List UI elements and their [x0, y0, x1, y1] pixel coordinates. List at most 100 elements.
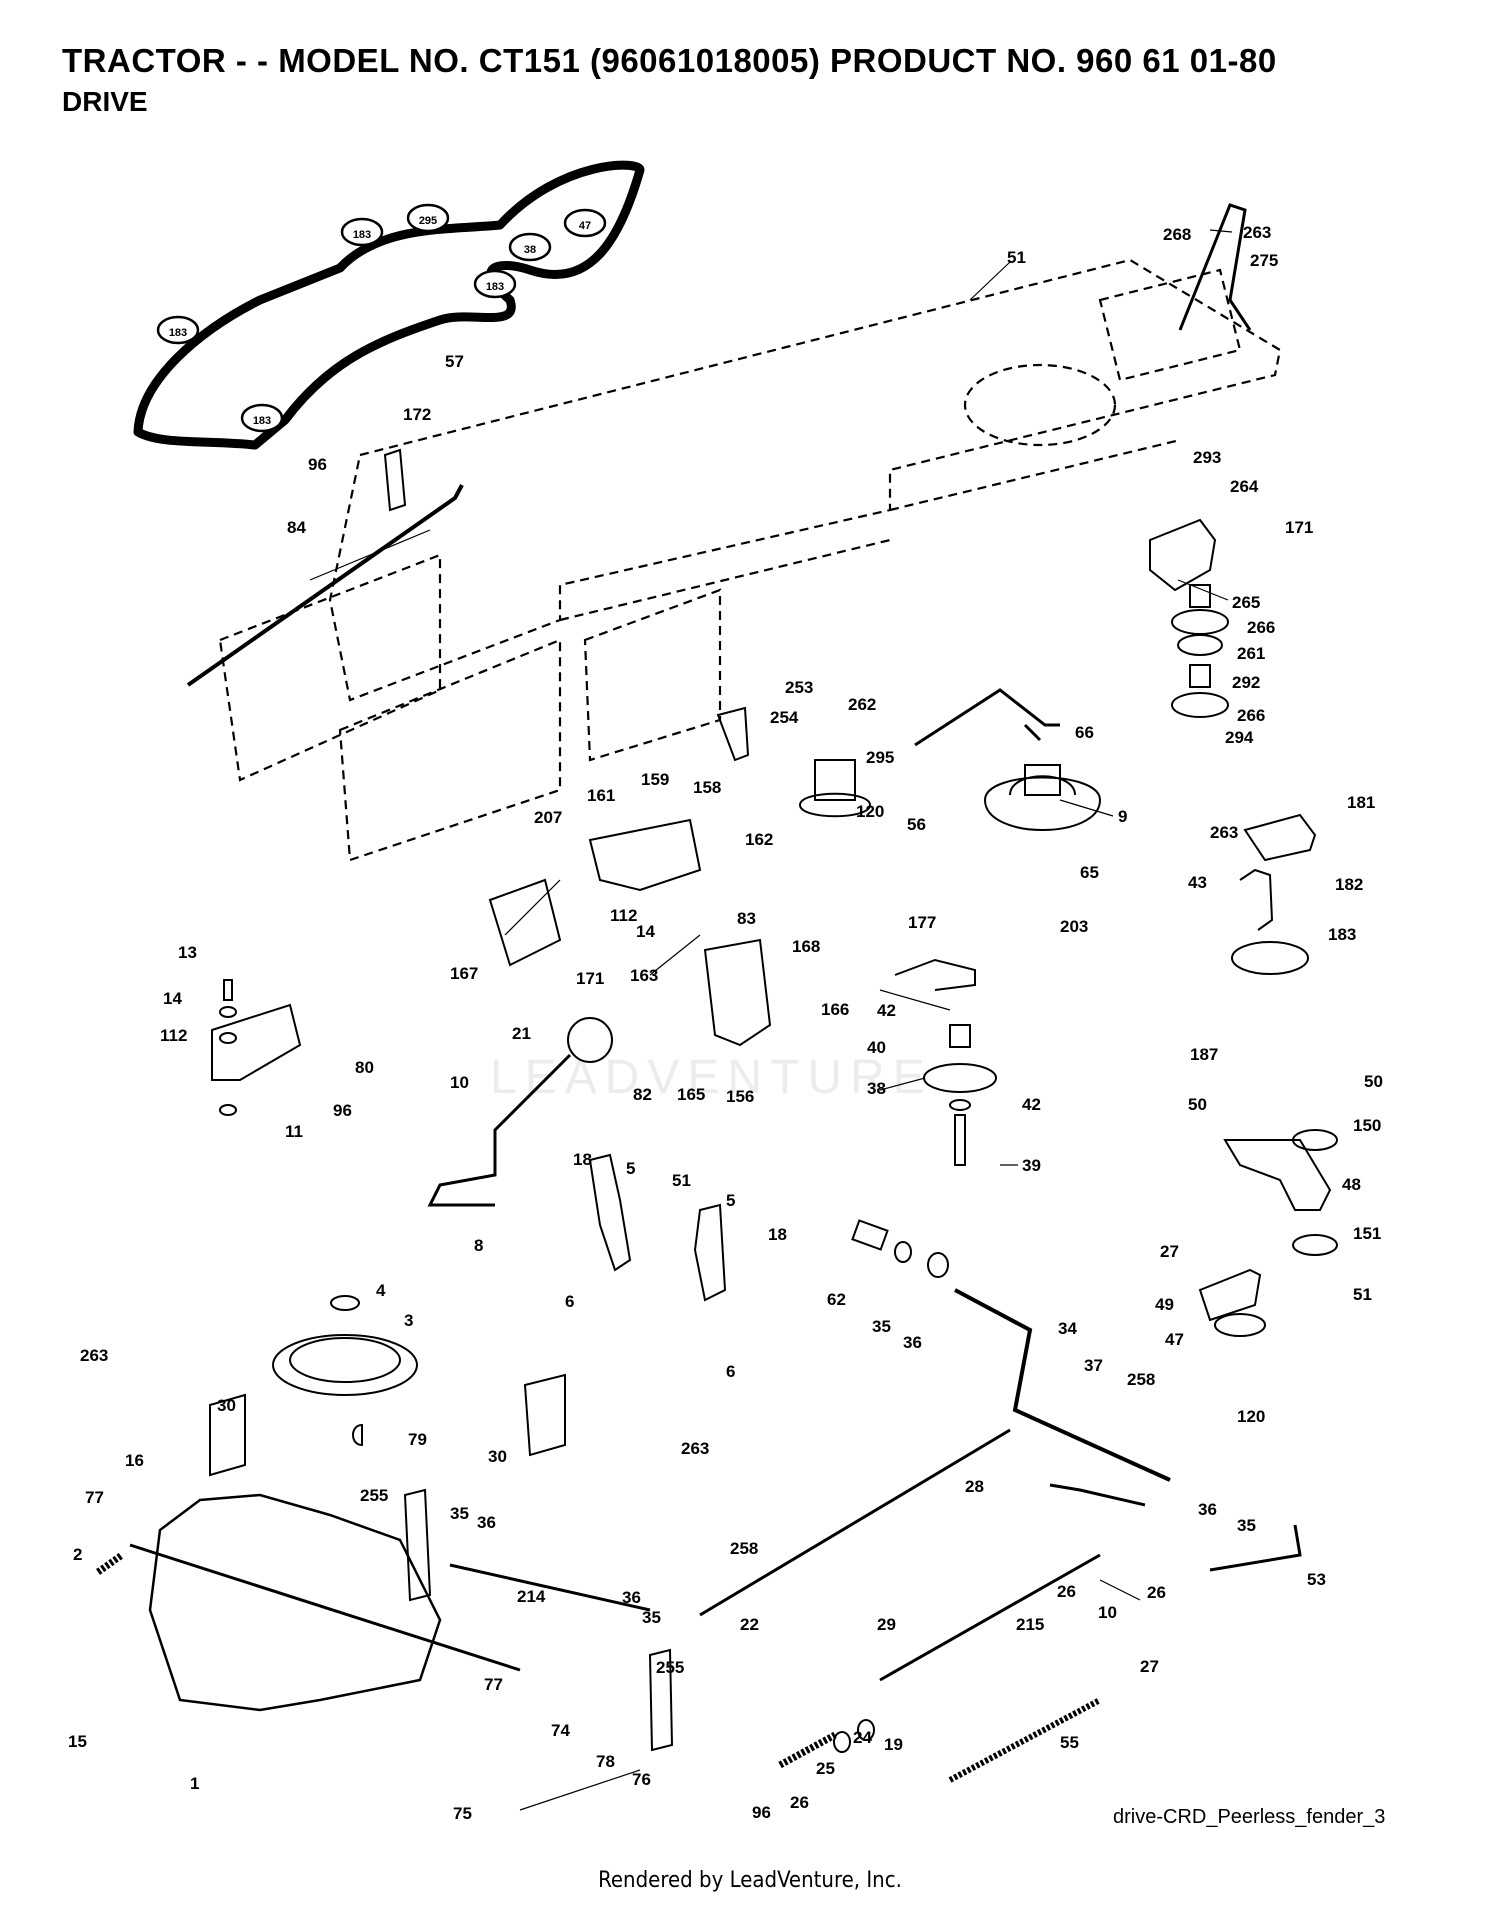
page-title: TRACTOR - - MODEL NO. CT151 (96061018005…: [62, 42, 1277, 79]
callout-266: 266: [1237, 706, 1265, 725]
belt-pulley-tag: 295: [406, 203, 450, 233]
callout-39: 39: [1022, 1156, 1041, 1175]
callout-77: 77: [484, 1675, 503, 1694]
callout-295: 295: [866, 748, 894, 767]
callout-167: 167: [450, 964, 478, 983]
key-79: [352, 1423, 363, 1447]
bolt-39: [954, 1114, 966, 1166]
washer-35: [894, 1241, 912, 1263]
callout-19: 19: [884, 1735, 903, 1754]
frame-cutout: [963, 363, 1117, 447]
callout-55: 55: [1060, 1733, 1079, 1752]
svg-text:295: 295: [419, 215, 437, 227]
callout-14: 14: [163, 989, 182, 1008]
callout-253: 253: [785, 678, 813, 697]
callout-96: 96: [333, 1101, 352, 1120]
spacer-40: [949, 1024, 971, 1048]
callout-27: 27: [1140, 1657, 1159, 1676]
pulley-3: [272, 1334, 418, 1396]
axle-shaft: [129, 1543, 521, 1672]
pulley-151: [1292, 1234, 1338, 1256]
callout-264: 264: [1230, 477, 1259, 496]
callout-38: 38: [867, 1079, 886, 1098]
callout-158: 158: [693, 778, 721, 797]
callout-66: 66: [1075, 723, 1094, 742]
retaining-ring-4: [330, 1295, 360, 1311]
bracket-30-left: [209, 1393, 246, 1477]
callout-294: 294: [1225, 728, 1254, 747]
belt-part-number: 57: [445, 352, 464, 371]
handle-268: [1178, 203, 1252, 331]
callout-30: 30: [488, 1447, 507, 1466]
frame-plate-rear: [1098, 268, 1242, 382]
callout-4: 4: [376, 1281, 386, 1300]
spacer-24: [833, 1731, 851, 1753]
callout-159: 159: [641, 770, 669, 789]
bracket-182: [1239, 868, 1274, 931]
callout-36: 36: [622, 1588, 641, 1607]
svg-text:183: 183: [169, 327, 187, 339]
bracket-264: [1149, 518, 1217, 592]
callout-62: 62: [827, 1290, 846, 1309]
callout-266: 266: [1247, 618, 1275, 637]
callout-76: 76: [632, 1770, 651, 1789]
rod-215: [879, 1553, 1101, 1682]
bracket-177: [894, 958, 976, 991]
washer-42: [949, 1099, 971, 1111]
callout-26: 26: [1147, 1583, 1166, 1602]
callout-74: 74: [551, 1721, 570, 1740]
watermark-text: LEADVENTURE: [490, 1051, 933, 1104]
callout-161: 161: [587, 786, 615, 805]
bracket-253: [716, 706, 750, 762]
callout-171: 171: [1285, 518, 1313, 537]
frame-rail-lower: [889, 438, 1181, 512]
callout-82: 82: [633, 1085, 652, 1104]
callout-151: 151: [1353, 1224, 1381, 1243]
bracket-255-left: [403, 1488, 432, 1602]
callout-8: 8: [474, 1236, 483, 1255]
spacer-292: [1189, 664, 1211, 688]
pulley-266-lower: [1171, 692, 1229, 718]
page-subtitle: DRIVE: [62, 86, 148, 117]
callout-49: 49: [1155, 1295, 1174, 1314]
callout-18: 18: [768, 1225, 787, 1244]
callout-214: 214: [517, 1587, 546, 1606]
transaxle-1: [148, 1493, 442, 1712]
callout-35: 35: [450, 1504, 469, 1523]
callout-263: 263: [80, 1346, 108, 1365]
svg-text:38: 38: [524, 244, 536, 256]
lift-rod-84: [186, 484, 464, 687]
belt-loop-inner: [148, 176, 630, 429]
knob-21: [567, 1017, 613, 1063]
frame-side-rail-left: [218, 553, 442, 782]
callout-65: 65: [1080, 863, 1099, 882]
belt-loop-outer: [133, 160, 645, 450]
bracket-172: [383, 448, 407, 512]
spacer-19: [857, 1719, 875, 1741]
callout-21: 21: [512, 1024, 531, 1043]
callout-293: 293: [1193, 448, 1221, 467]
callout-11: 11: [285, 1122, 303, 1141]
callout-263: 263: [681, 1439, 709, 1458]
pulley-295: [798, 759, 872, 818]
belt-diagram: 183 183 295 47 38 183 183 57: [133, 160, 645, 450]
callout-6: 6: [726, 1362, 735, 1381]
bracket-30-right: [523, 1373, 566, 1457]
callout-35: 35: [642, 1608, 661, 1627]
callout-35: 35: [1237, 1516, 1256, 1535]
callout-51: 51: [1353, 1285, 1372, 1304]
part-drawings: [95, 203, 1338, 1783]
callout-18: 18: [573, 1150, 592, 1169]
callout-112: 112: [610, 906, 637, 925]
rod-28: [1049, 1483, 1146, 1507]
belt-pulley-tag: 183: [340, 217, 384, 247]
callout-37: 37: [1084, 1356, 1103, 1375]
callout-22: 22: [740, 1615, 759, 1634]
pulley-266-upper: [1171, 609, 1229, 635]
callout-36: 36: [903, 1333, 922, 1352]
link-34: [954, 1288, 1171, 1482]
callout-48: 48: [1342, 1175, 1361, 1194]
callout-15: 15: [68, 1732, 87, 1751]
callout-36: 36: [477, 1513, 496, 1532]
callout-10: 10: [1098, 1603, 1117, 1622]
